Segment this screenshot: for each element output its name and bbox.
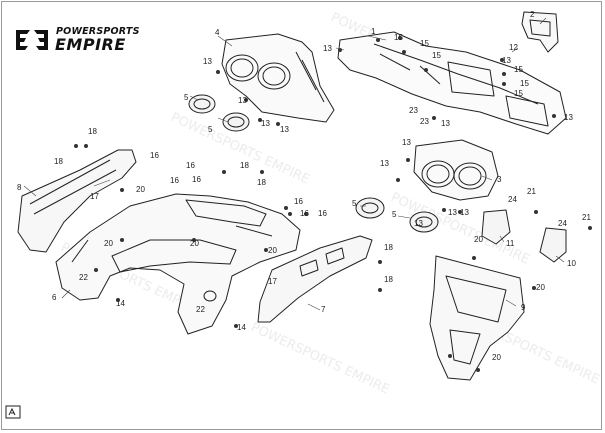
callout-16: 16 [150, 151, 159, 160]
callout-15: 15 [394, 33, 403, 42]
part-6-front-fender [55, 193, 301, 335]
callout-16: 16 [186, 161, 195, 170]
callout-13: 13 [564, 113, 573, 122]
callout-24: 24 [558, 219, 567, 228]
callout-5: 5 [184, 93, 189, 102]
callout-20: 20 [268, 246, 277, 255]
callout-5: 5 [352, 199, 357, 208]
callout-12: 12 [509, 43, 518, 52]
brand-logo: POWERSPORTS EMPIRE [12, 24, 162, 58]
callout-18: 18 [384, 243, 393, 252]
callout-10: 10 [567, 259, 576, 268]
callout-13: 13 [460, 208, 469, 217]
callout-4: 4 [215, 28, 220, 37]
callout-17: 17 [268, 277, 277, 286]
brand-name: EMPIRE [55, 35, 126, 54]
callout-13: 13 [414, 219, 423, 228]
brand-emblem-icon [16, 30, 48, 50]
callout-20: 20 [492, 353, 501, 362]
callout-9: 9 [521, 303, 526, 312]
part-5-headlight-lower [355, 197, 439, 233]
callout-18: 18 [257, 178, 266, 187]
callout-13: 13 [380, 159, 389, 168]
callout-6: 6 [52, 293, 57, 302]
part-7-side-panel [257, 235, 373, 323]
callout-13: 13 [402, 138, 411, 147]
callout-18: 18 [240, 161, 249, 170]
callout-20: 20 [474, 235, 483, 244]
callout-11: 11 [506, 239, 515, 248]
callout-3: 3 [497, 175, 502, 184]
callout-labels: 1 2 3 4 5 5 5 5 6 7 8 9 10 11 12 13 13 1… [17, 10, 591, 362]
fasteners [74, 36, 592, 372]
callout-15: 15 [520, 79, 529, 88]
part-8-front-panel [17, 149, 137, 253]
callout-14: 14 [237, 323, 246, 332]
callout-20: 20 [190, 239, 199, 248]
callout-23: 23 [409, 106, 418, 115]
callout-20: 20 [536, 283, 545, 292]
part-9-frame-bracket [429, 255, 525, 381]
callout-2: 2 [530, 10, 535, 19]
callout-13: 13 [261, 119, 270, 128]
callout-16: 16 [318, 209, 327, 218]
callout-7: 7 [321, 305, 326, 314]
part-1-dash-panel [337, 31, 567, 135]
part-3-headlight-housing-lower [413, 139, 499, 201]
callout-15: 15 [420, 39, 429, 48]
part-5-headlight-upper [188, 94, 250, 132]
callout-14: 14 [116, 299, 125, 308]
corner-badge-icon [5, 405, 21, 419]
callout-16: 16 [294, 197, 303, 206]
callout-21: 21 [582, 213, 591, 222]
brand-subtitle: POWERSPORTS [56, 26, 140, 37]
callout-16: 16 [170, 176, 179, 185]
callout-20: 20 [104, 239, 113, 248]
callout-15: 15 [432, 51, 441, 60]
callout-22: 22 [79, 273, 88, 282]
callout-17: 17 [90, 192, 99, 201]
callout-18: 18 [384, 275, 393, 284]
callout-13: 13 [323, 44, 332, 53]
callout-22: 22 [196, 305, 205, 314]
callout-5: 5 [392, 210, 397, 219]
part-4-headlight-housing [221, 33, 335, 123]
callout-5: 5 [208, 125, 213, 134]
callout-13: 13 [203, 57, 212, 66]
callout-13: 13 [448, 208, 457, 217]
callout-13: 13 [441, 119, 450, 128]
callout-16: 16 [192, 175, 201, 184]
callout-13: 13 [502, 56, 511, 65]
part-11-bracket [481, 209, 511, 245]
callout-13: 13 [280, 125, 289, 134]
watermark-text: POWERSPORTS EMPIRE [248, 320, 391, 398]
callout-15: 15 [514, 65, 523, 74]
callout-21: 21 [527, 187, 536, 196]
part-10-bracket [539, 227, 567, 263]
callout-20: 20 [136, 185, 145, 194]
callout-24: 24 [508, 195, 517, 204]
callout-18: 18 [88, 127, 97, 136]
callout-16: 16 [300, 209, 309, 218]
callout-23: 23 [420, 117, 429, 126]
callout-8: 8 [17, 183, 22, 192]
callout-15: 15 [514, 89, 523, 98]
callout-13: 13 [238, 96, 247, 105]
callout-1: 1 [371, 27, 376, 36]
leader-lines [23, 17, 565, 311]
part-2-bracket [521, 11, 559, 53]
callout-18: 18 [54, 157, 63, 166]
